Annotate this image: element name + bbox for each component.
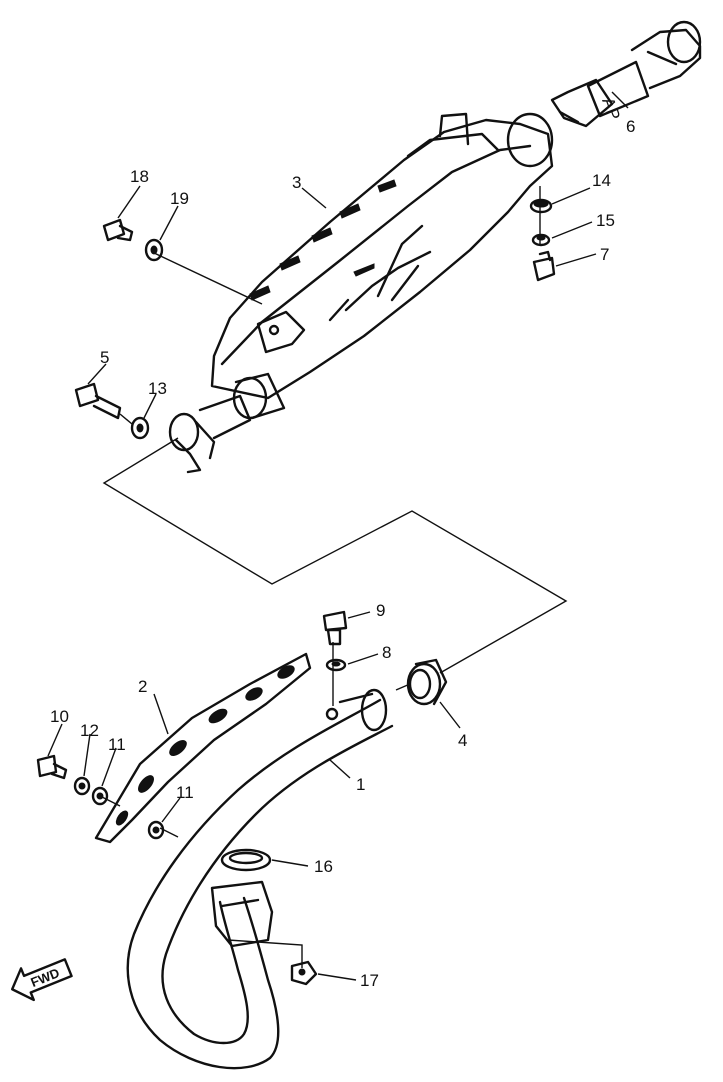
nut-part-7 xyxy=(532,250,556,282)
callout-9: 9 xyxy=(376,601,385,620)
callout-2: 2 xyxy=(138,677,147,696)
callout-16: 16 xyxy=(314,857,333,876)
leader-lines xyxy=(47,91,629,981)
bolt-part-5 xyxy=(74,382,122,420)
callout-4: 4 xyxy=(458,731,467,750)
fwd-arrow-icon xyxy=(10,958,73,1002)
tail-pipe-part-6: AP xyxy=(550,20,702,128)
washer-part-19 xyxy=(144,238,164,262)
washer-part-11b xyxy=(147,820,165,840)
callout-8: 8 xyxy=(382,643,391,662)
callout-11a: 11 xyxy=(108,735,126,754)
gasket-part-4 xyxy=(406,658,448,706)
grommet-part-14 xyxy=(529,198,553,214)
protector-part-2 xyxy=(94,652,312,844)
callout-11b: 11 xyxy=(176,783,194,802)
callout-5: 5 xyxy=(100,348,109,367)
gasket-part-16 xyxy=(220,848,272,872)
nut-part-12 xyxy=(73,776,91,796)
bolt-part-9 xyxy=(322,610,348,646)
callout-17: 17 xyxy=(360,971,379,990)
washer-part-8 xyxy=(325,658,347,672)
callout-14: 14 xyxy=(592,171,611,190)
hardware xyxy=(36,198,556,986)
callout-18: 18 xyxy=(130,167,149,186)
washer-part-11a xyxy=(91,786,109,806)
assembly-guide-lines xyxy=(101,186,568,968)
callout-labels: 1 2 3 4 5 6 7 8 9 10 11 11 12 13 14 15 1… xyxy=(50,117,635,990)
bolt-part-18 xyxy=(102,218,134,242)
callout-1: 1 xyxy=(356,775,365,794)
callout-19: 19 xyxy=(170,189,189,208)
nut-part-17 xyxy=(290,960,318,986)
callout-3: 3 xyxy=(292,173,301,192)
callout-12: 12 xyxy=(80,721,99,740)
callout-7: 7 xyxy=(600,245,609,264)
muffler-body-part-3 xyxy=(168,112,554,474)
washer-part-13 xyxy=(130,416,150,440)
bolt-part-10 xyxy=(36,754,68,780)
callout-6: 6 xyxy=(626,117,635,136)
washer-part-15 xyxy=(531,233,551,247)
callout-10: 10 xyxy=(50,707,69,726)
exhaust-pipe-part-1 xyxy=(126,688,394,1070)
callout-15: 15 xyxy=(596,211,615,230)
callout-13: 13 xyxy=(148,379,167,398)
fwd-direction-marker: FWD xyxy=(10,958,73,1002)
